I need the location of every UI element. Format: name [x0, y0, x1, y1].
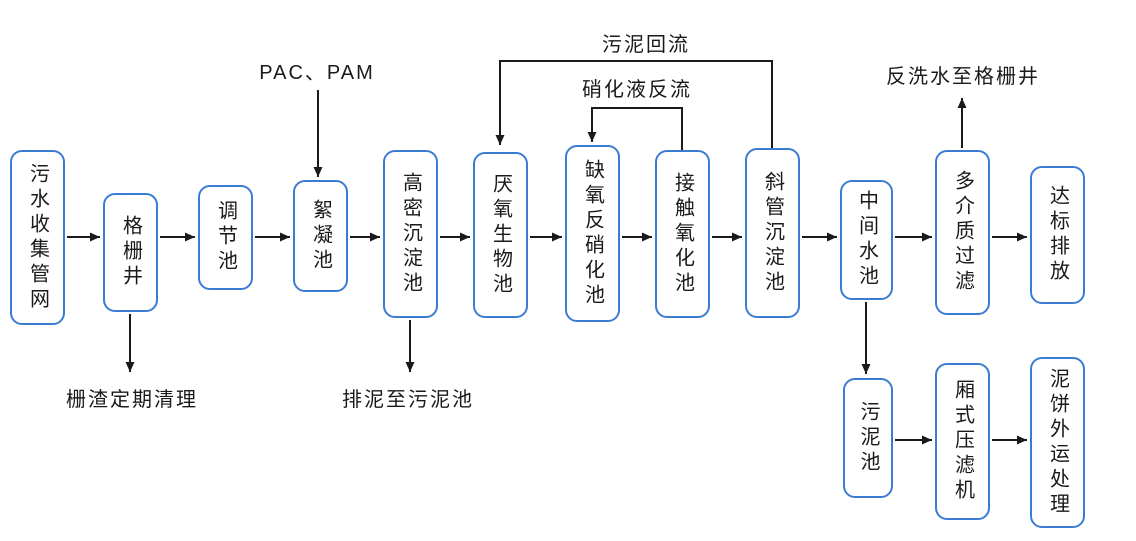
node-label: 厌氧生物池: [489, 172, 512, 298]
node-high-density-sedimentation-tank: 高密沉淀池: [383, 150, 438, 318]
node-label: 缺氧反硝化池: [581, 158, 604, 309]
node-intermediate-tank: 中间水池: [840, 180, 893, 300]
node-label: 斜管沉淀池: [761, 170, 784, 296]
node-regulating-tank: 调节池: [198, 185, 253, 290]
node-multimedia-filter: 多介质过滤: [935, 150, 990, 315]
node-sludge-tank: 污泥池: [843, 378, 893, 498]
line-nitrate-recycle: [587, 107, 683, 150]
node-chamber-filter-press: 厢式压滤机: [935, 363, 990, 520]
node-grid-well: 格栅井: [103, 193, 158, 312]
node-contact-oxidation-tank: 接触氧化池: [655, 150, 710, 318]
node-label: 高密沉淀池: [399, 171, 422, 297]
node-label: 污水收集管网: [26, 162, 49, 313]
node-inclined-tube-sedimentation-tank: 斜管沉淀池: [745, 148, 800, 318]
node-anaerobic-bio-tank: 厌氧生物池: [473, 152, 528, 318]
label-nitrate-recycle: 硝化液反流: [582, 79, 692, 101]
node-compliant-discharge: 达标排放: [1030, 166, 1085, 304]
node-label: 接触氧化池: [671, 171, 694, 297]
node-label: 达标排放: [1046, 185, 1069, 285]
node-label: 调节池: [214, 200, 237, 275]
node-label: 厢式压滤机: [951, 379, 974, 504]
node-mudcake-disposal: 泥饼外运处理: [1030, 357, 1085, 528]
label-sludge-discharge: 排泥至污泥池: [342, 389, 474, 411]
line-sludge-return: [495, 60, 773, 148]
label-screenings-cleaning: 栅渣定期清理: [66, 389, 198, 411]
node-label: 中间水池: [855, 190, 878, 290]
node-flocculation-tank: 絮凝池: [293, 180, 348, 292]
label-sludge-return: 污泥回流: [602, 34, 690, 56]
node-label: 格栅井: [119, 215, 142, 290]
node-label: 絮凝池: [309, 198, 332, 274]
label-backwash-to-gridwell: 反洗水至格栅井: [886, 66, 1040, 88]
node-label: 污泥池: [857, 400, 879, 476]
node-label: 多介质过滤: [951, 170, 974, 295]
node-sewage-collection-network: 污水收集管网: [10, 150, 65, 325]
node-anoxic-denitrification-tank: 缺氧反硝化池: [565, 145, 620, 322]
label-pac-pam-dosing: PAC、PAM: [259, 62, 375, 84]
node-label: 泥饼外运处理: [1046, 367, 1069, 518]
